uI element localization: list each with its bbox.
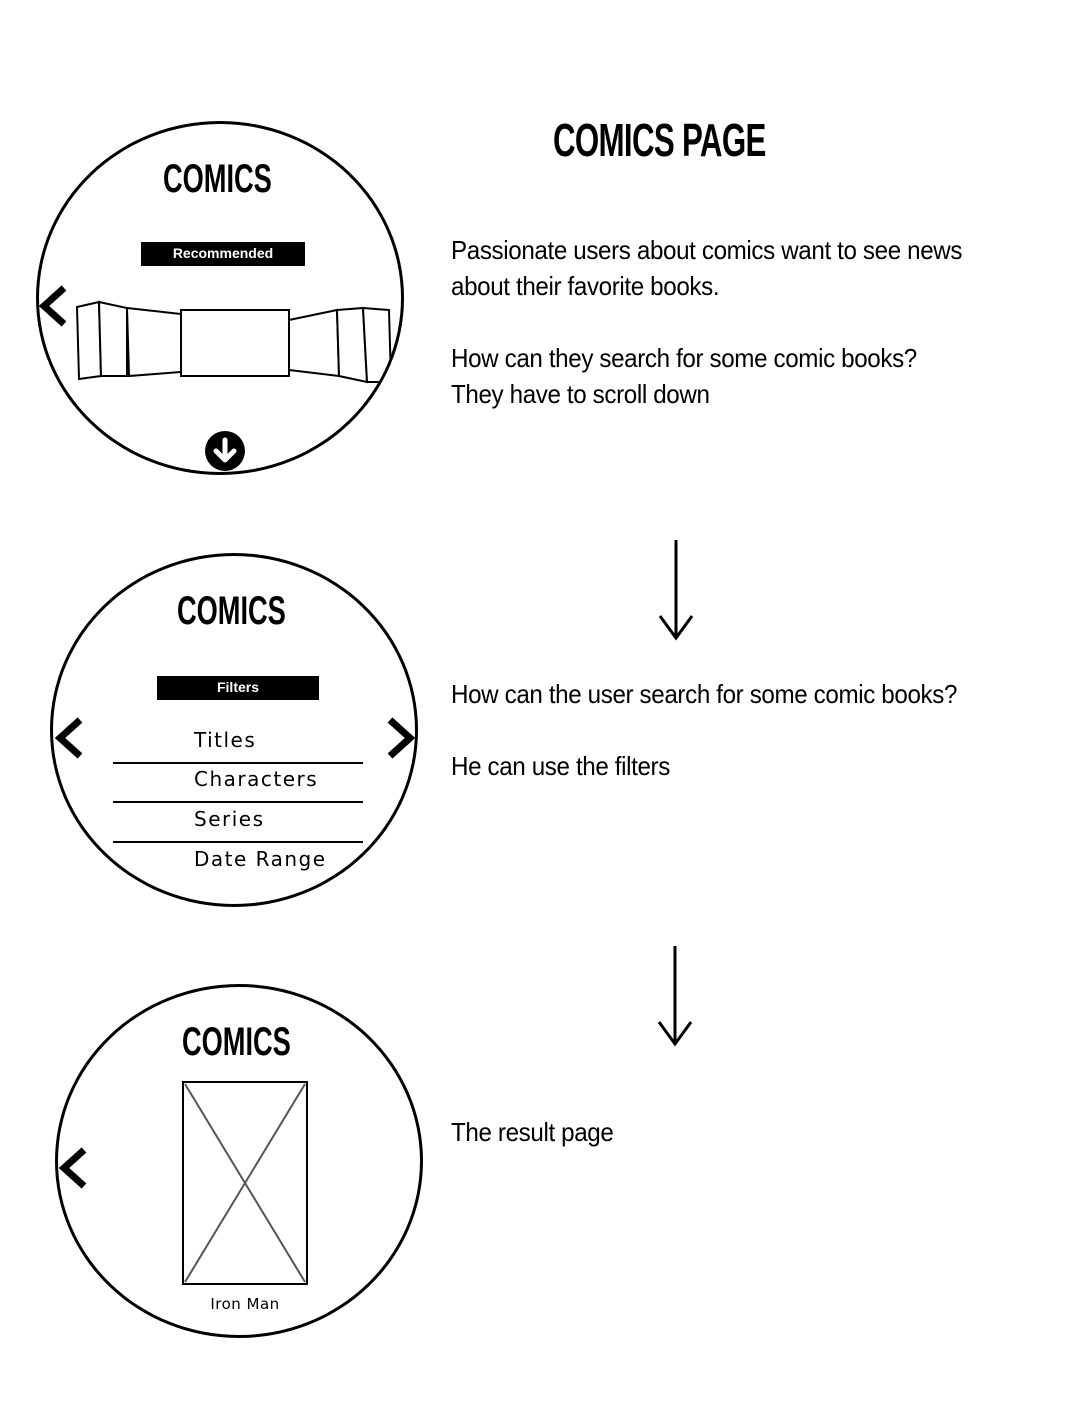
- filter-divider: [113, 841, 363, 843]
- chevron-left-icon[interactable]: [54, 716, 84, 760]
- carousel-cover-right-1: [288, 308, 341, 378]
- recommended-label: Recommended: [141, 242, 305, 266]
- flow-arrow-down-icon: [657, 946, 693, 1047]
- watch-screen-result: COMICS Iron Man: [55, 984, 423, 1338]
- flow-arrow-down-icon: [658, 540, 694, 641]
- watch-screen-recommended: COMICS Recommended: [36, 121, 404, 475]
- scroll-down-icon[interactable]: [203, 429, 247, 473]
- filter-option-series[interactable]: Series: [194, 807, 265, 831]
- chevron-left-icon[interactable]: [38, 284, 68, 328]
- filter-option-titles[interactable]: Titles: [194, 728, 257, 752]
- description-step-3: The result page: [451, 1114, 972, 1150]
- image-placeholder-icon[interactable]: [182, 1081, 308, 1285]
- page-title: COMICS PAGE: [553, 114, 766, 166]
- carousel-cover-right-3: [361, 306, 393, 383]
- description-text: He can use the filters: [451, 751, 670, 781]
- chevron-left-icon[interactable]: [58, 1146, 88, 1190]
- comics-carousel[interactable]: [39, 124, 404, 475]
- description-step-2: How can the user search for some comic b…: [451, 676, 972, 784]
- screen-title: COMICS: [177, 589, 286, 633]
- carousel-cover-right-2: [335, 306, 369, 384]
- filter-divider: [113, 801, 363, 803]
- description-step-1: Passionate users about comics want to se…: [451, 232, 972, 412]
- carousel-cover-left-2: [97, 300, 128, 377]
- description-text: The result page: [451, 1117, 614, 1147]
- screen-title: COMICS: [182, 1020, 291, 1064]
- result-caption: Iron Man: [210, 1295, 280, 1313]
- description-text: How can they search for some comic books…: [451, 343, 917, 409]
- carousel-cover-center: [180, 309, 290, 377]
- filters-label: Filters: [157, 676, 319, 700]
- filter-divider: [113, 762, 363, 764]
- watch-screen-filters: COMICS Filters Titles Characters Series …: [50, 553, 418, 907]
- description-text: How can the user search for some comic b…: [451, 679, 958, 709]
- carousel-cover-left-3: [75, 300, 103, 381]
- description-text: Passionate users about comics want to se…: [451, 235, 963, 301]
- filter-option-characters[interactable]: Characters: [194, 767, 319, 791]
- filter-option-date-range[interactable]: Date Range: [194, 847, 327, 871]
- chevron-right-icon[interactable]: [386, 716, 416, 760]
- screen-title: COMICS: [163, 157, 272, 201]
- carousel-cover-left-1: [125, 306, 182, 378]
